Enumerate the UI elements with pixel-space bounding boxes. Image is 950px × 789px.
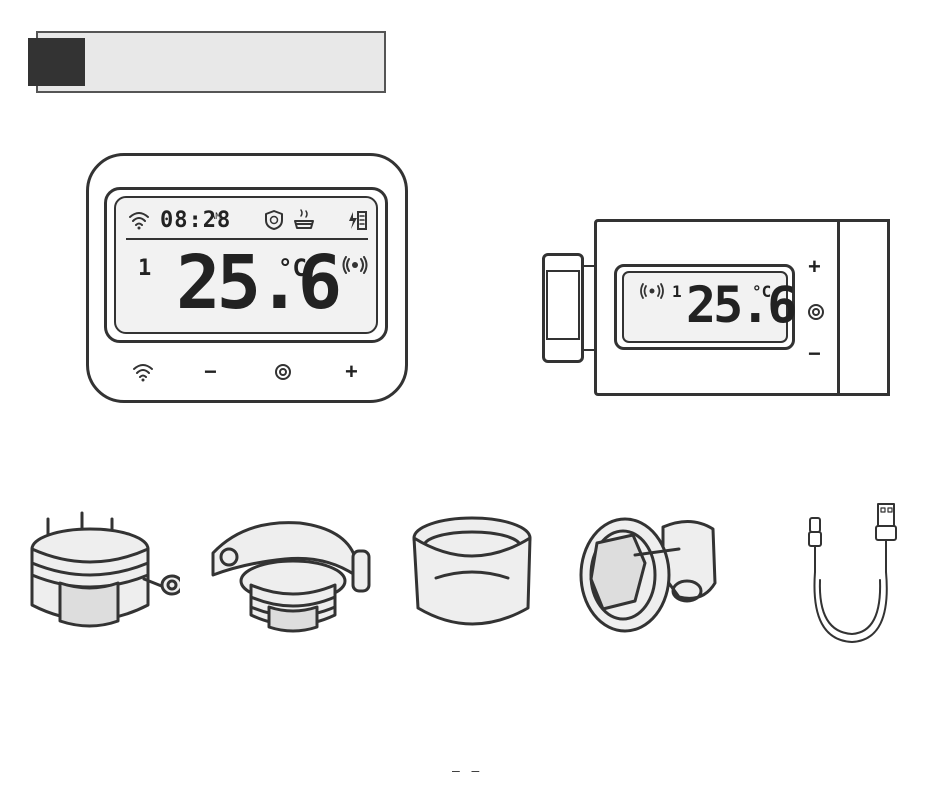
trv-minus-button[interactable]: − — [808, 343, 821, 365]
trv-temperature-unit: °C — [752, 282, 771, 301]
wifi-icon — [128, 210, 150, 230]
trv-temperature: 25.6 — [686, 274, 794, 336]
usb-cable — [800, 500, 910, 650]
signal-icon — [342, 256, 368, 274]
trv-channel: 1 — [672, 282, 682, 301]
trv-settings-button[interactable] — [806, 302, 826, 322]
trv-mount-nut-grip — [546, 270, 580, 340]
section-header-bar — [36, 31, 386, 93]
hub-time-suffix: AM — [210, 212, 221, 222]
shield-icon — [264, 209, 284, 231]
trv-signal-icon — [640, 283, 664, 299]
boiler-icon — [292, 207, 316, 231]
hub-channel: 1 — [138, 256, 151, 281]
adapter-clamp — [575, 505, 725, 640]
spacer-ring — [408, 508, 538, 638]
adapter-ring-b — [205, 515, 380, 640]
power-battery-icon — [347, 210, 369, 232]
hub-plus-button[interactable]: + — [345, 361, 358, 383]
section-number-block — [28, 38, 85, 86]
adapter-ring-a — [20, 505, 180, 640]
hub-minus-button[interactable]: − — [204, 361, 217, 383]
trv-end-cap — [837, 219, 890, 396]
wifi-button[interactable] — [132, 362, 154, 382]
hub-temperature: 25.6 — [176, 238, 338, 328]
footer-marks: – – — [452, 762, 479, 778]
hub-temperature-unit: °C — [278, 254, 307, 282]
hub-settings-button[interactable] — [273, 362, 293, 382]
trv-plus-button[interactable]: + — [808, 256, 821, 278]
